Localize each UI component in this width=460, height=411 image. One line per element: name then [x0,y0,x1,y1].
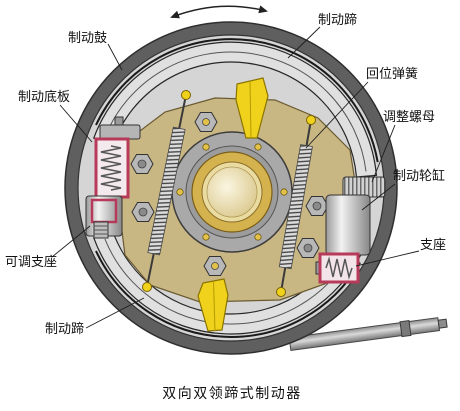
label-brake-drum: 制动鼓 [68,31,107,46]
bolt-center [202,118,210,126]
anchor-pin [306,115,316,125]
return-spring-left [145,94,187,288]
label-support: 支座 [420,238,446,253]
spring-hook [145,253,155,288]
left-cylinder-bracket [99,124,141,140]
brake-pipe-tip [437,318,448,329]
anchor-lower [197,278,229,332]
anchor-upper-ridge [249,80,252,139]
spring-anchor-pins [142,90,316,297]
spring-coil [278,144,313,270]
hub-screw [202,233,210,241]
lining-upper [95,38,379,163]
hub-screw [254,233,262,241]
brake-pipe [288,317,448,352]
hub-screw [202,143,210,151]
leader-adjusting-nut [371,124,396,183]
label-backing-plate: 制动底板 [18,89,70,105]
bolt-center [211,262,219,270]
leader-backing-plate [59,104,93,143]
rotation-arrow-icon [170,5,268,19]
right-wheel-cylinder-assembly [315,176,386,284]
leader-adjustable-support [51,225,91,258]
anchor-pin [181,90,191,100]
leader-lines [51,26,420,329]
hub-screws [176,143,288,241]
leader-brake-drum [107,43,123,71]
bolt-center [312,201,322,211]
brake-shoe-lower-rib [104,238,353,325]
anchor-lower-ridge [213,280,216,332]
hub-screw [176,188,184,196]
label-brake-shoe-lower: 制动蹄 [45,321,84,337]
left-cylinder-spring [100,145,122,191]
hub-screw [254,143,262,151]
anchor-pin [276,287,286,297]
anchor-upper [235,77,269,139]
diagram-caption: 双向双领蹄式制动器 [162,385,302,402]
bolt-center [137,159,147,169]
label-brake-shoe-upper: 制动蹄 [318,12,357,28]
brake-shoe-upper-rib [104,51,367,172]
lining-lower [95,250,361,338]
label-wheel-cylinder: 制动轮缸 [393,168,445,184]
leader-support [355,250,420,267]
bolt-center [303,243,313,253]
leader-brake-shoe-upper [287,26,321,59]
hub-bore [206,166,258,218]
adjusting-nut [342,176,386,198]
leader-brake-shoe-lower [85,297,145,329]
anchor-pin [142,282,152,292]
left-cylinder-frame [94,137,130,199]
wheel-cylinder-body [325,194,371,256]
adjustable-support-thread [94,225,108,235]
hex-bolt-centers [137,118,322,270]
label-adjusting-nut: 调整螺母 [383,110,435,125]
brake-shoe-upper [93,41,378,178]
support-spring [325,256,353,280]
leader-wheel-cylinder [361,183,396,211]
spring-hook [177,94,187,131]
hub-screw [280,188,288,196]
left-wheel-cylinder-assembly [85,116,141,239]
label-return-spring: 回位弹簧 [366,66,418,82]
leader-return-spring [305,81,369,149]
brake-pipe-fitting [399,320,412,338]
bolt-center [138,207,148,217]
label-adjustable-support: 可调支座 [5,255,57,270]
